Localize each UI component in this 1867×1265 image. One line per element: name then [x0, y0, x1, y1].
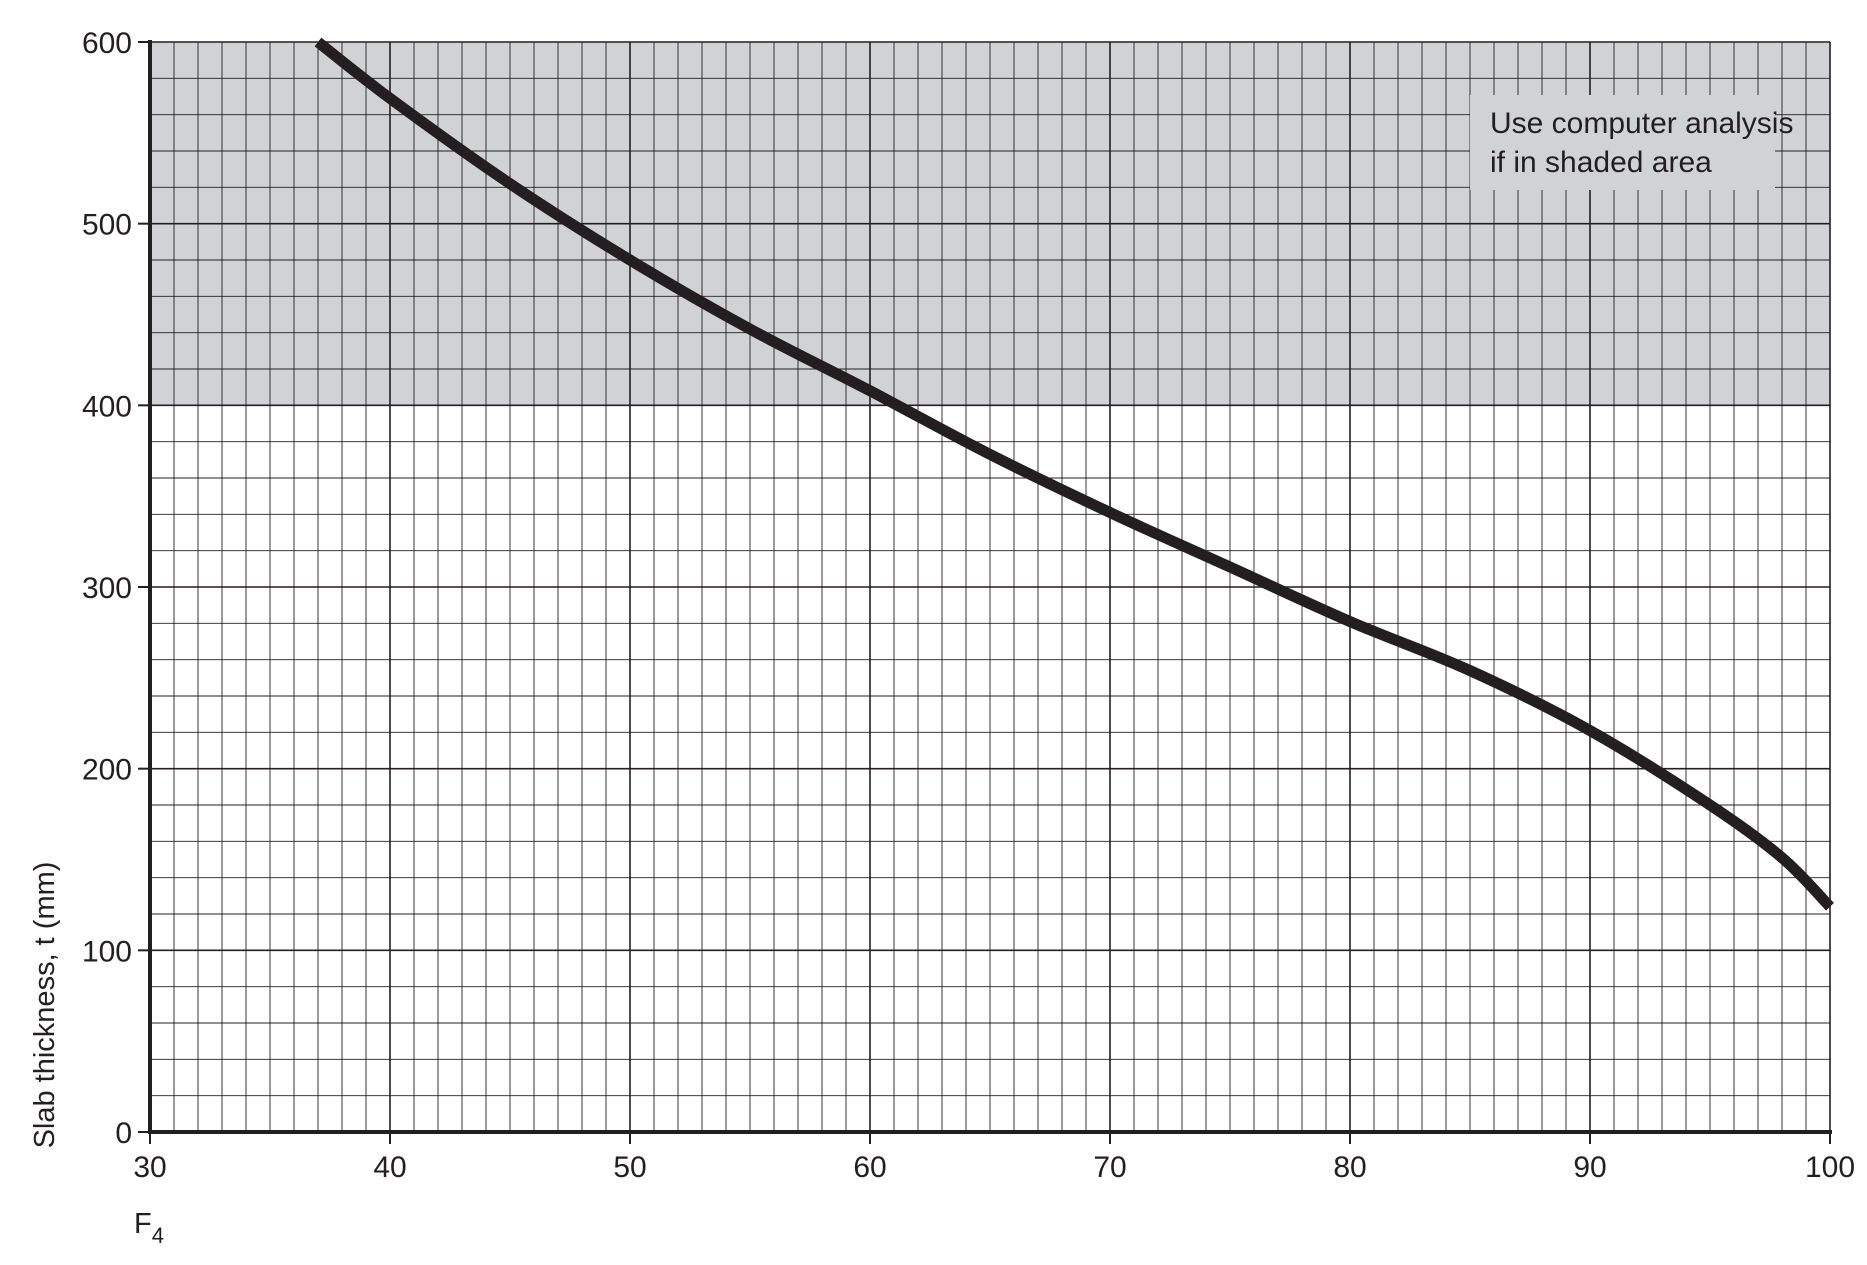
- y-tick-label: 0: [115, 1117, 132, 1150]
- x-tick-label: 100: [1805, 1151, 1855, 1184]
- y-tick-label: 600: [82, 27, 132, 60]
- x-tick-label: 60: [853, 1151, 886, 1184]
- tick-labels: 0 100 200 300 400 500 600 30 40 50 60 70 80 90 100: [82, 27, 1855, 1184]
- y-tick-label: 200: [82, 754, 132, 787]
- curve-data-point: [1710, 805, 1711, 806]
- curve-data-point: [1830, 906, 1831, 907]
- annotation-line-1: Use computer analysis: [1490, 107, 1793, 140]
- curve-data-point: [1110, 512, 1111, 513]
- x-tick-label: 50: [613, 1151, 646, 1184]
- curve-data-point: [1350, 621, 1351, 622]
- curve-data-point: [1230, 567, 1231, 568]
- x-axis-title: F4: [134, 1208, 164, 1248]
- y-tick-label: 500: [82, 209, 132, 242]
- y-tick-label: 400: [82, 390, 132, 423]
- curve-data-point: [750, 329, 751, 330]
- curve-data-point: [870, 390, 871, 391]
- x-tick-label: 90: [1573, 1151, 1606, 1184]
- x-tick-label: 70: [1093, 1151, 1126, 1184]
- curve-data-point: [318, 42, 319, 43]
- annotation-line-2: if in shaded area: [1490, 146, 1712, 179]
- curve-data-point: [990, 454, 991, 455]
- x-axis-title-subscript: 4: [152, 1223, 164, 1248]
- slab-thickness-curve: [314, 37, 1834, 911]
- y-axis-title: Slab thickness, t (mm): [29, 862, 61, 1149]
- curve-data-point: [390, 98, 391, 99]
- curve-data-point: [1470, 670, 1471, 671]
- axes: [138, 40, 1832, 1144]
- curve-data-point: [510, 183, 511, 184]
- x-tick-label: 40: [373, 1151, 406, 1184]
- x-axis-title-main: F: [134, 1208, 152, 1240]
- curve-data-point: [1782, 857, 1783, 858]
- x-tick-label: 80: [1333, 1151, 1366, 1184]
- annotation-box: Use computer analysis if in shaded area: [1470, 95, 1793, 190]
- x-tick-label: 30: [133, 1151, 166, 1184]
- curve-data-point: [1590, 730, 1591, 731]
- curve-data-point: [630, 260, 631, 261]
- y-tick-label: 100: [82, 935, 132, 968]
- y-tick-label: 300: [82, 572, 132, 605]
- curve-layer: [314, 37, 1834, 911]
